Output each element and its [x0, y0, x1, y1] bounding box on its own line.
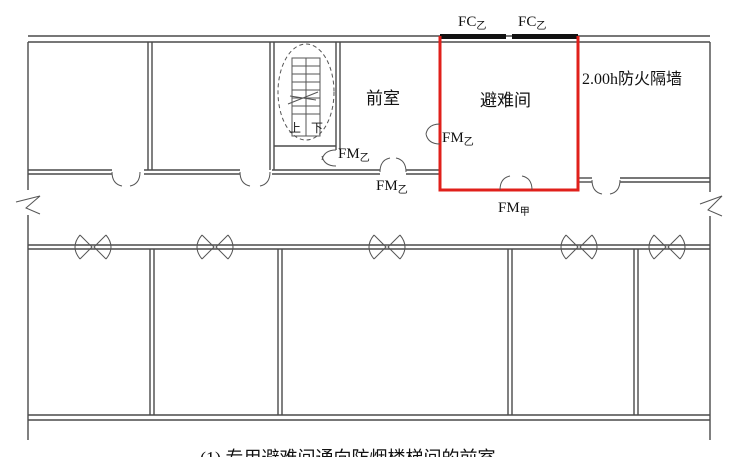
- door-lower-1: [74, 234, 112, 260]
- door-upper-2: [239, 171, 271, 187]
- fm-refuge-label: FM甲: [498, 200, 530, 218]
- fc-right-label: FC乙: [518, 14, 546, 32]
- door-lower-4: [560, 234, 598, 260]
- door-fm-stair: [321, 149, 337, 167]
- fm-corridor-label: FM乙: [376, 178, 408, 196]
- door-upper-1: [111, 171, 141, 187]
- stair-symbol: 上 下: [277, 43, 335, 141]
- break-mark-left: [15, 195, 41, 215]
- outer-wall-bottom: [28, 414, 710, 421]
- break-mark-right: [699, 195, 723, 217]
- lower-room-walls: [149, 249, 639, 415]
- fm-stair-label: FM乙: [338, 146, 370, 164]
- anteroom-label: 前室: [366, 89, 400, 108]
- window-fc-right: [512, 34, 578, 39]
- door-fm-refuge: [499, 175, 533, 191]
- door-lower-5: [648, 234, 686, 260]
- fm-front-room-label: FM乙: [442, 130, 474, 148]
- outer-wall-top: [28, 35, 710, 43]
- door-lower-2: [196, 234, 234, 260]
- refuge-room-label: 避难间: [480, 91, 531, 110]
- corridor-wall-upper: [28, 42, 710, 183]
- door-fm-front-room: [425, 123, 441, 145]
- stair-down-label: 下: [311, 121, 323, 135]
- upper-room-walls: [147, 42, 341, 170]
- fire-wall-label: 2.00h防火隔墙: [582, 70, 682, 88]
- door-upper-right: [591, 179, 621, 195]
- stair-up-label: 上: [289, 121, 301, 135]
- refuge-fire-wall: [438, 36, 580, 192]
- window-fc-left: [440, 34, 506, 39]
- fc-left-label: FC乙: [458, 14, 486, 32]
- door-fm-corridor: [379, 157, 407, 173]
- caption: (1) 专用避难间通向防烟楼梯间的前室: [200, 448, 496, 457]
- door-lower-3: [368, 234, 406, 260]
